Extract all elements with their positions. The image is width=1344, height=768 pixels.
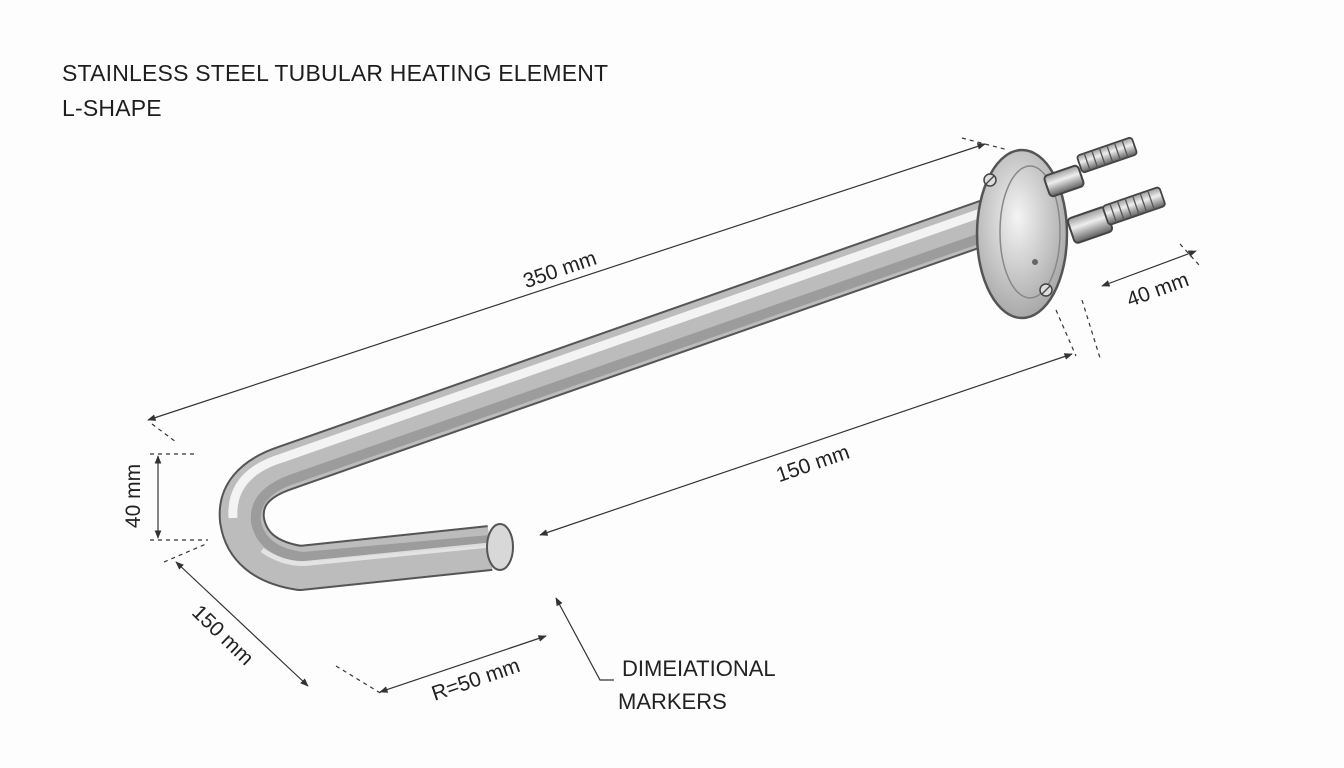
callout-line-2: MARKERS xyxy=(618,689,727,714)
tubular-element xyxy=(218,190,1023,591)
diagram-title: STAINLESS STEEL TUBULAR HEATING ELEMENT xyxy=(62,60,609,86)
terminal-stud-upper xyxy=(1043,136,1138,198)
dim-bend-height: 40 mm xyxy=(122,464,145,528)
dim-overall-length: 350 mm xyxy=(520,247,599,293)
dim-bend-radius: R=50 mm xyxy=(429,654,523,706)
dim-inner-length: 150 mm xyxy=(773,441,852,487)
dim-leg-length: 150 mm xyxy=(187,601,258,670)
terminal-stud-lower xyxy=(1066,186,1166,244)
tube-end xyxy=(486,523,514,571)
dimension-lines xyxy=(147,137,1201,695)
callout-line-1: DIMEIATIONAL xyxy=(622,656,776,681)
diagram-subtitle: L-SHAPE xyxy=(62,95,162,121)
